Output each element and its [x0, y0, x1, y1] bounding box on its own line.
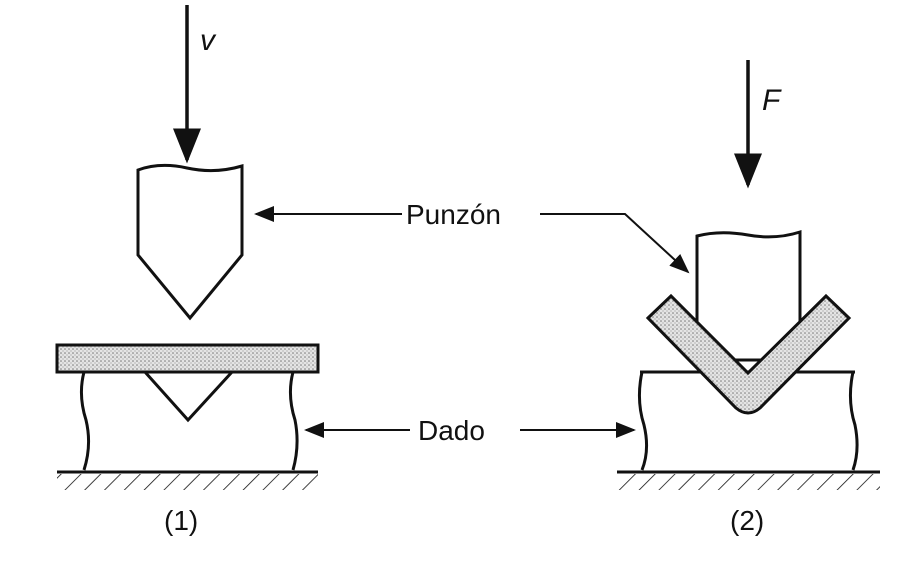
sheet-flat — [55, 343, 320, 374]
punch-2 — [695, 229, 802, 362]
ground-hatch-2 — [617, 474, 880, 490]
die-1-groove — [143, 370, 234, 423]
punch-1 — [136, 163, 244, 321]
sheet-bent — [645, 293, 852, 415]
die-label: Dado — [418, 415, 485, 446]
stage-1-label: (1) — [164, 505, 198, 536]
punch-label: Punzón — [406, 199, 501, 230]
velocity-label: v — [200, 24, 217, 57]
ground-hatch-1 — [57, 474, 318, 490]
stage-2 — [617, 60, 880, 490]
stage-1 — [55, 5, 320, 490]
stage-2-label: (2) — [730, 505, 764, 536]
die-1 — [79, 371, 299, 471]
punch-leader-right — [540, 213, 690, 274]
leader-lines — [254, 206, 690, 438]
force-label: F — [762, 84, 782, 117]
